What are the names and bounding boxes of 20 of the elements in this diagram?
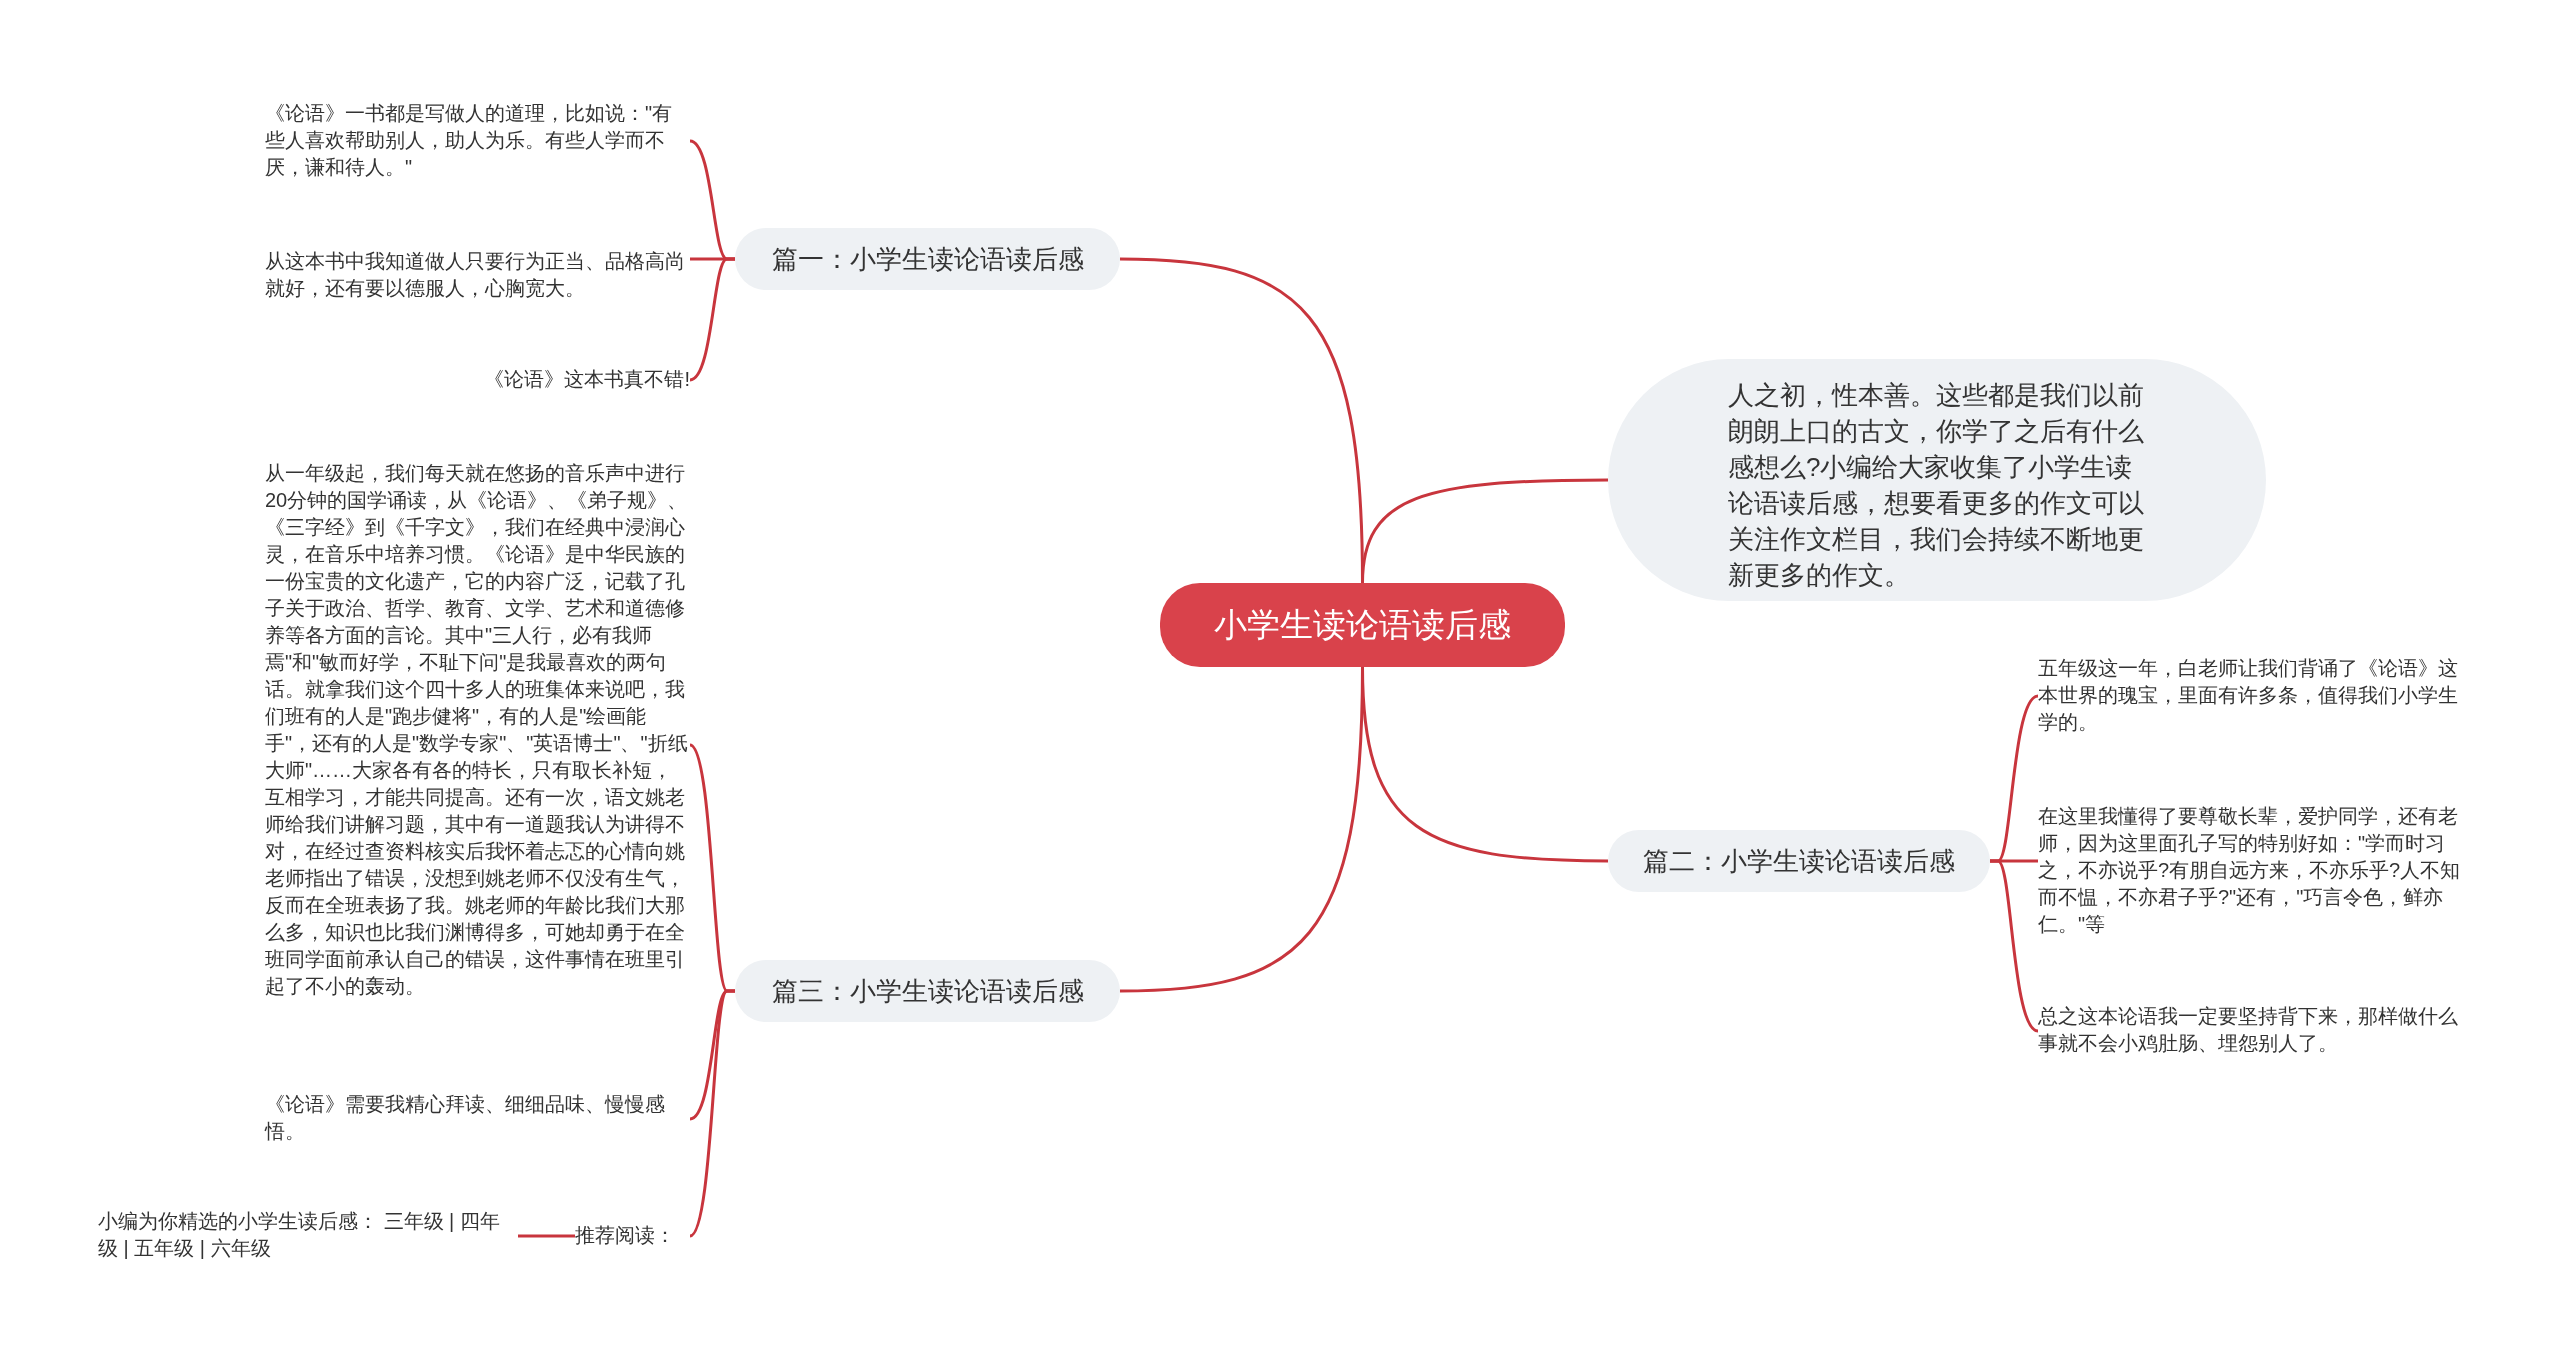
- connector-line: [1361, 478, 1608, 584]
- text-note: 总之这本论语我一定要坚持背下来，那样做什么事就不会小鸡肚肠、埋怨别人了。: [2038, 1003, 2468, 1059]
- text-note: 小编为你精选的小学生读后感： 三年级 | 四年级 | 五年级 | 六年级: [98, 1208, 518, 1264]
- text-note: 在这里我懂得了要尊敬长辈，爱护同学，还有老师，因为这里面孔子写的特别好如："学而时习之，不亦说乎?有朋自远方来，不亦乐乎?人不知而不愠，不亦君子乎?"还有，"巧言令色，鲜亦仁。"等: [2038, 803, 2468, 939]
- topic-pill: 篇二：小学生读论语读后感: [1608, 830, 1990, 892]
- topic-pill: 篇一：小学生读论语读后感: [735, 228, 1120, 290]
- topic-pill: 篇三：小学生读论语读后感: [735, 960, 1120, 1022]
- note-bubble: 人之初，性本善。这些都是我们以前朗朗上口的古文，你学了之后有什么感想么?小编给大家收集了小学生读论语读后感，想要看更多的作文可以关注作文栏目，我们会持续不断地更新更多的作文。: [1608, 359, 2266, 601]
- text-note: 《论语》一书都是写做人的道理，比如说："有些人喜欢帮助别人，助人为乐。有些人学而不厌，谦和待人。": [265, 100, 690, 182]
- text-note: 推荐阅读：: [575, 1222, 690, 1250]
- text-note: 从这本书中我知道做人只要行为正当、品格高尚就好，还有要以德服人，心胸宽大。: [265, 248, 690, 304]
- text-note: 《论语》这本书真不错!: [420, 366, 690, 394]
- text-note: 从一年级起，我们每天就在悠扬的音乐声中进行20分钟的国学诵读，从《论语》、《弟子规》、《三字经》到《千字文》，我们在经典中浸润心灵，在音乐中培养习惯。《论语》是中华民族的一份宝贵的文化遗产，它的内容广泛，记载了孔子关于政治、哲学、教育、文学、艺术和道德修养等各方面的言论。其中"三人行，必有我师焉"和"敏而好学，不耻下问"是我最喜欢的两句话。就拿我们这个四十多人的班集体来说吧，我们班有的人是"跑步健将"，有的人是"绘画能手"，还有的人是"数学专家"、"英语博士"、"折纸大师"……大家各有各的特长，只有取长补短，互相学习，才能共同提高。还有一次，语文姚老师给我们讲解习题，其中有一道题我认为讲得不对，在经过查资料核实后我怀着忐忑的心情向姚老师指出了错误，没想到姚老师不仅没有生气，反而在全班表扬了我。姚老师的年龄比我们大那么多，知识也比我们渊博得多，可她却勇于在全班同学面前承认自己的错误，这件事情在班里引起了不小的轰动。: [265, 460, 690, 1030]
- connector-line: [689, 989, 735, 1238]
- text-note: 《论语》需要我精心拜读、细细品味、慢慢感悟。: [265, 1091, 690, 1147]
- connector-line: [689, 257, 735, 382]
- connector-line: [1990, 859, 2039, 1033]
- text-note: 五年级这一年，白老师让我们背诵了《论语》这本世界的瑰宝，里面有许多条，值得我们小学生学的。: [2038, 655, 2468, 737]
- central-topic: 小学生读论语读后感: [1160, 583, 1565, 667]
- connector-line: [518, 1234, 575, 1238]
